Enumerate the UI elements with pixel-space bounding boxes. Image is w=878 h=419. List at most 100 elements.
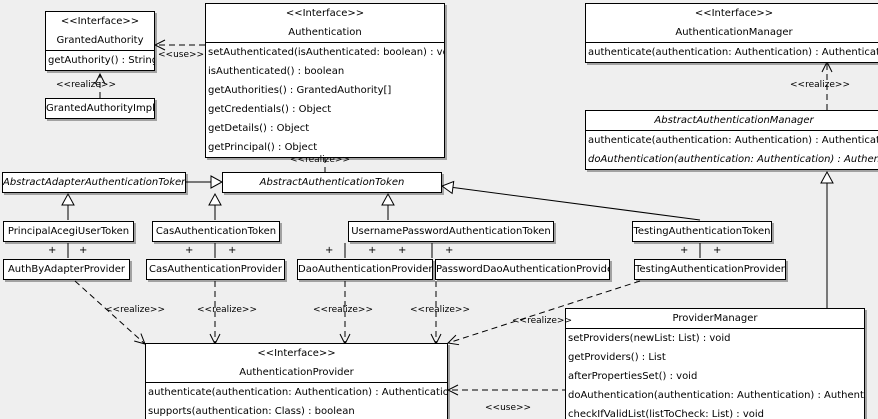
member-row: authenticate(authentication: Authenticat… <box>588 47 878 58</box>
member-row: getDetails() : Object <box>208 123 310 134</box>
class-name-label: UsernamePasswordAuthenticationToken <box>351 226 551 237</box>
class-header: UsernamePasswordAuthenticationToken <box>349 222 553 241</box>
class-name-label: GrantedAuthority <box>56 35 144 46</box>
class-name-label: DaoAuthenticationProvider <box>298 264 433 275</box>
member-row: authenticate(authentication: Authenticat… <box>588 135 878 146</box>
assoc-plus-marker: + <box>48 245 57 256</box>
member-row: isAuthenticated() : boolean <box>208 66 345 77</box>
assoc-plus-marker: + <box>325 245 334 256</box>
section-divider <box>586 42 878 43</box>
section-divider <box>586 130 878 131</box>
class-abstract-authentication-token[interactable]: AbstractAuthenticationToken <box>222 172 442 193</box>
class-header: ProviderManager <box>566 309 864 328</box>
class-header: TestingAuthenticationProvider <box>635 260 785 279</box>
class-abstract-adapter-authentication-token[interactable]: AbstractAdapterAuthenticationToken <box>2 172 186 193</box>
class-testing-authentication-provider[interactable]: TestingAuthenticationProvider <box>634 259 786 280</box>
edge-label-use-provider-manager: <<use>> <box>485 403 532 413</box>
stereotype-label: <<Interface>> <box>694 8 774 19</box>
member-row: getAuthorities() : GrantedAuthority[] <box>208 85 392 96</box>
class-name-label: TestingAuthenticationProvider <box>635 264 785 275</box>
class-authentication-provider[interactable]: <<Interface>> AuthenticationProvider aut… <box>145 343 448 419</box>
class-authentication[interactable]: <<Interface>> Authentication setAuthenti… <box>205 3 445 158</box>
member-row: getPrincipal() : Object <box>208 142 318 153</box>
class-header: DaoAuthenticationProvider <box>298 260 432 279</box>
assoc-plus-marker: + <box>680 245 689 256</box>
class-granted-authority[interactable]: <<Interface>> GrantedAuthority getAuthor… <box>45 11 155 71</box>
class-members: setAuthenticated(isAuthenticated: boolea… <box>206 43 444 157</box>
class-name-label: GrantedAuthorityImpl <box>46 103 155 114</box>
member-row: authenticate(authentication: Authenticat… <box>148 387 448 398</box>
member-row: setProviders(newList: List) : void <box>568 333 731 344</box>
section-divider <box>46 50 154 51</box>
class-header: CasAuthenticationToken <box>153 222 279 241</box>
member-row: getProviders() : List <box>568 352 666 363</box>
member-row: afterPropertiesSet() : void <box>568 371 698 382</box>
member-row: doAuthentication(authentication: Authent… <box>588 154 878 165</box>
class-name-label: AbstractAuthenticationManager <box>654 115 814 126</box>
class-password-dao-authentication-provider[interactable]: PasswordDaoAuthenticationProvider <box>435 259 610 280</box>
section-divider <box>566 328 864 329</box>
class-cas-authentication-provider[interactable]: CasAuthenticationProvider <box>146 259 285 280</box>
class-header: TestingAuthenticationToken <box>633 222 771 241</box>
class-name-label: PrincipalAcegiUserToken <box>7 226 130 237</box>
class-header: PrincipalAcegiUserToken <box>4 222 133 241</box>
class-header: PasswordDaoAuthenticationProvider <box>436 260 609 279</box>
assoc-plus-marker: + <box>713 245 722 256</box>
class-name-label: AuthenticationProvider <box>239 367 354 378</box>
edge-label-realize-testing-provider: <<realize>> <box>512 316 572 326</box>
class-username-password-authentication-token[interactable]: UsernamePasswordAuthenticationToken <box>348 221 554 242</box>
class-granted-authority-impl[interactable]: GrantedAuthorityImpl <box>45 98 155 119</box>
class-name-label: CasAuthenticationToken <box>155 226 277 237</box>
class-name-label: TestingAuthenticationToken <box>633 226 771 237</box>
stereotype-label: <<Interface>> <box>257 348 336 359</box>
assoc-plus-marker: + <box>368 245 377 256</box>
class-testing-authentication-token[interactable]: TestingAuthenticationToken <box>632 221 772 242</box>
class-name-label: Authentication <box>288 27 362 38</box>
class-principal-acegi-user-token[interactable]: PrincipalAcegiUserToken <box>3 221 134 242</box>
class-members: authenticate(authentication: Authenticat… <box>146 383 447 419</box>
edge-label-realize-auth-by-adapter-provider: <<realize>> <box>105 305 165 315</box>
class-header: AbstractAdapterAuthenticationToken <box>3 173 185 192</box>
class-header: CasAuthenticationProvider <box>147 260 284 279</box>
member-row: getCredentials() : Object <box>208 104 332 115</box>
class-abstract-authentication-manager[interactable]: AbstractAuthenticationManager authentica… <box>585 110 878 170</box>
class-name-label: AbstractAdapterAuthenticationToken <box>3 177 186 188</box>
class-members: authenticate(authentication: Authenticat… <box>586 131 878 169</box>
edge-label-realize-cas-provider: <<realize>> <box>197 305 257 315</box>
class-header: AbstractAuthenticationToken <box>223 173 441 192</box>
assoc-plus-marker: + <box>185 245 194 256</box>
class-name-label: CasAuthenticationProvider <box>149 264 282 275</box>
edge-label-realize-abstract-authentication-manager: <<realize>> <box>790 80 850 90</box>
class-members: authenticate(authentication: Authenticat… <box>586 43 878 62</box>
stereotype-label: <<Interface>> <box>285 8 365 19</box>
edge-label-realize-abstract-authentication-token: <<realize>> <box>290 155 350 165</box>
section-divider <box>146 382 447 383</box>
section-divider <box>206 42 444 43</box>
class-auth-by-adapter-provider[interactable]: AuthByAdapterProvider <box>3 259 130 280</box>
member-row: setAuthenticated(isAuthenticated: boolea… <box>208 47 445 58</box>
class-provider-manager[interactable]: ProviderManager setProviders(newList: Li… <box>565 308 865 419</box>
class-cas-authentication-token[interactable]: CasAuthenticationToken <box>152 221 280 242</box>
class-header: <<Interface>> Authentication <box>206 4 444 42</box>
member-row: doAuthentication(authentication: Authent… <box>568 390 865 401</box>
class-header: <<Interface>> AuthenticationManager <box>586 4 878 42</box>
assoc-plus-marker: + <box>79 245 88 256</box>
class-authentication-manager[interactable]: <<Interface>> AuthenticationManager auth… <box>585 3 878 63</box>
class-dao-authentication-provider[interactable]: DaoAuthenticationProvider <box>297 259 433 280</box>
member-row: checkIfValidList(listToCheck: List) : vo… <box>568 409 765 419</box>
assoc-plus-marker: + <box>398 245 407 256</box>
assoc-plus-marker: + <box>445 245 454 256</box>
edge-label-realize-dao-provider: <<realize>> <box>313 305 373 315</box>
member-row: getAuthority() : String <box>48 55 155 66</box>
edge-label-use-granted-authority: <<use>> <box>158 50 205 60</box>
class-header: GrantedAuthorityImpl <box>46 99 154 118</box>
stereotype-label: <<Interface>> <box>60 16 140 27</box>
class-members: setProviders(newList: List) : void getPr… <box>566 329 864 419</box>
edge-testingtoken-extends-abstracttoken <box>440 180 701 221</box>
class-header: <<Interface>> AuthenticationProvider <box>146 344 447 382</box>
class-name-label: PasswordDaoAuthenticationProvider <box>436 264 610 275</box>
edge-label-realize-granted-authority-impl: <<realize>> <box>56 80 116 90</box>
member-row: supports(authentication: Class) : boolea… <box>148 406 355 417</box>
class-header: AbstractAuthenticationManager <box>586 111 878 130</box>
